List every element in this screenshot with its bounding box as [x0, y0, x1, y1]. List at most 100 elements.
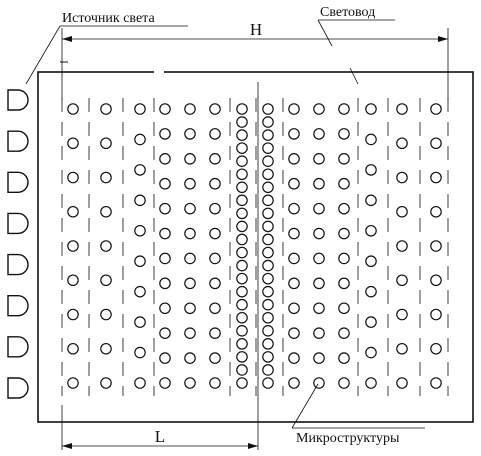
microstructure-dot [313, 377, 325, 389]
microstructure-dot [67, 342, 79, 355]
microstructure-dot [236, 364, 248, 376]
microstructure-dot [159, 252, 171, 265]
light-source-icon [7, 295, 29, 317]
microstructure-dot [288, 252, 300, 265]
light-source-icon [7, 130, 29, 152]
microstructure-dot [236, 351, 248, 363]
microstructure-dot [288, 302, 300, 315]
microstructure-dot [209, 327, 221, 339]
microstructure-dot [236, 259, 248, 272]
microstructure-dot [134, 346, 146, 359]
microstructure-dot [184, 327, 196, 339]
microstructure-dot [262, 207, 274, 220]
microstructure-dot [396, 274, 408, 287]
microstructure-dot [184, 227, 196, 240]
microstructure-dot [159, 153, 171, 165]
microstructure-dot [313, 277, 325, 290]
microstructure-dot [209, 153, 221, 165]
microstructure-dot [396, 240, 408, 252]
microstructure-dot [262, 181, 274, 194]
microstructure-dot [100, 171, 112, 184]
light-guide-callout: Световод [317, 5, 395, 85]
microstructure-dot [262, 129, 274, 141]
microstructure-dot [262, 246, 274, 259]
microstructure-dot [288, 103, 300, 115]
microstructure-dot [262, 338, 274, 350]
microstructure-dot [67, 103, 79, 115]
microstructure-dot [236, 103, 248, 115]
microstructure-dot [236, 377, 248, 389]
length-label: L [155, 427, 165, 446]
microstructures-group [67, 103, 442, 389]
microstructure-dot [365, 224, 377, 237]
microstructure-dot [100, 377, 112, 389]
microstructure-dot [236, 272, 248, 285]
light-source-icon [7, 336, 29, 358]
microstructure-dot [338, 327, 350, 339]
microstructure-dot [184, 103, 196, 115]
microstructure-dot [236, 246, 248, 259]
light-guide-label: Световод [320, 5, 375, 20]
microstructure-dot [159, 128, 171, 140]
microstructure-dot [159, 327, 171, 339]
microstructure-dot [209, 252, 221, 265]
microstructure-dot [262, 259, 274, 272]
light-source-icon [7, 89, 29, 111]
microstructure-dot [365, 194, 377, 207]
length-dimension: L [61, 82, 259, 450]
microstructure-dot [134, 285, 146, 298]
microstructure-dot [159, 177, 171, 190]
microstructure-dot [313, 352, 325, 364]
microstructure-dot [236, 116, 248, 128]
microstructure-dot [236, 233, 248, 246]
microstructure-dot [209, 103, 221, 115]
microstructure-dot [288, 128, 300, 140]
microstructure-dot [236, 181, 248, 194]
microstructure-dot [338, 227, 350, 240]
microstructure-dot [262, 364, 274, 376]
microstructure-dot [67, 171, 79, 184]
microstructure-dot [430, 137, 442, 150]
microstructure-dot [236, 142, 248, 154]
microstructure-dot [396, 205, 408, 218]
microstructure-dot [288, 177, 300, 190]
microstructure-dot [184, 377, 196, 389]
microstructure-dot [236, 285, 248, 298]
microstructure-dot [236, 207, 248, 220]
microstructure-dot [313, 227, 325, 240]
microstructure-dot [262, 298, 274, 311]
microstructure-dot [430, 205, 442, 218]
microstructure-dot [396, 103, 408, 115]
microstructure-dot [313, 103, 325, 115]
microstructure-dot [430, 171, 442, 184]
microstructure-dot [262, 103, 274, 115]
microstructure-dot [236, 155, 248, 167]
microstructure-dot [159, 103, 171, 115]
microstructure-dot [288, 202, 300, 215]
microstructure-dot [262, 285, 274, 298]
microstructure-dot [184, 202, 196, 215]
microstructure-dot [184, 128, 196, 140]
microstructure-dot [236, 298, 248, 311]
microstructure-dot [288, 153, 300, 165]
microstructure-dot [262, 272, 274, 285]
microstructure-dot [313, 327, 325, 339]
microstructure-dot [159, 202, 171, 215]
microstructure-dot [262, 311, 274, 324]
microstructure-dot [365, 103, 377, 115]
microstructure-dot [396, 377, 408, 389]
microstructure-dot [262, 233, 274, 246]
height-label: H [250, 20, 262, 39]
microstructure-dot [262, 155, 274, 167]
microstructure-dot [365, 133, 377, 146]
microstructure-dot [209, 377, 221, 389]
microstructure-dot [396, 137, 408, 150]
light-sources-group [7, 89, 29, 399]
microstructure-dot [262, 168, 274, 181]
microstructure-dot [184, 252, 196, 265]
microstructure-dot [134, 377, 146, 389]
microstructure-dot [209, 202, 221, 215]
microstructure-dot [288, 227, 300, 240]
microstructure-dot [184, 277, 196, 290]
microstructure-dot [236, 338, 248, 350]
